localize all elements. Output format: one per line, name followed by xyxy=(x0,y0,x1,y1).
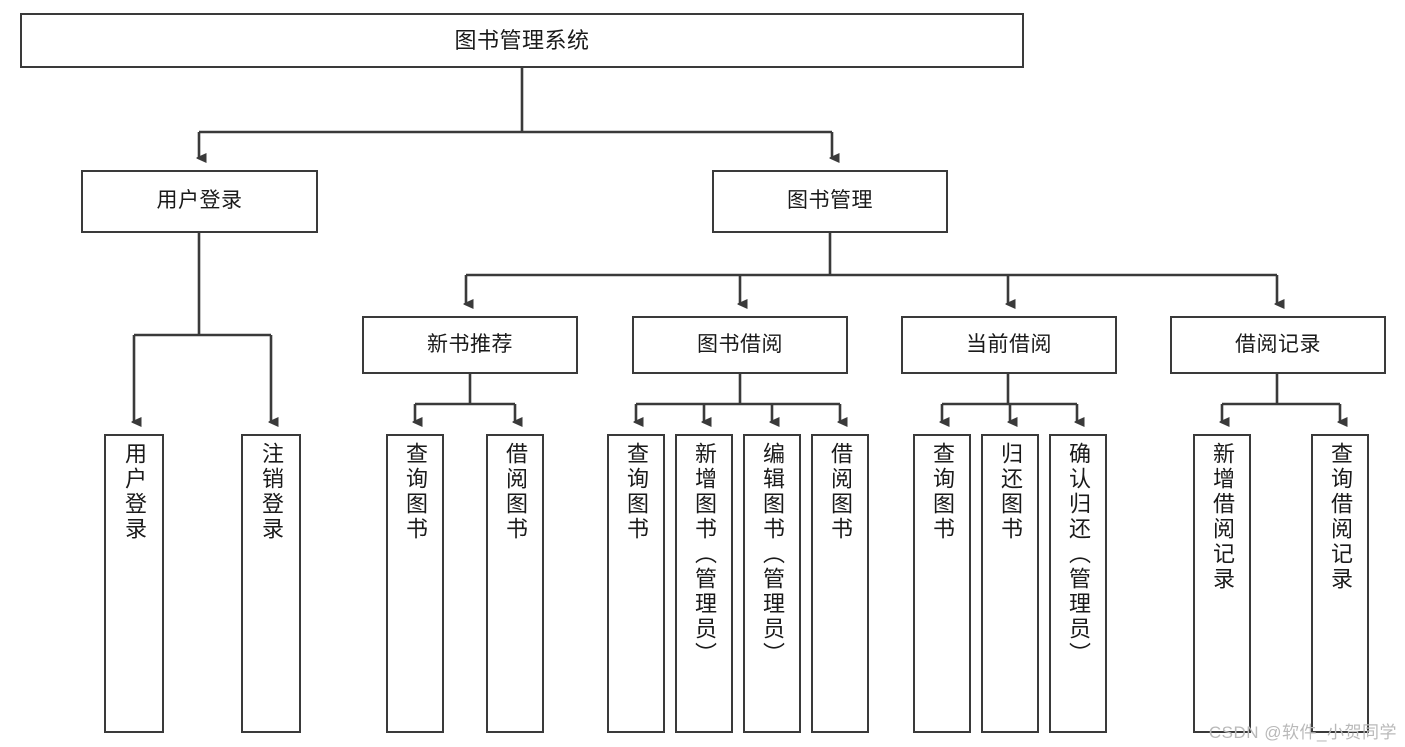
node-root-book-management-system[interactable]: 图书管理系统 xyxy=(20,13,1024,68)
watermark: CSDN @软件_小贺同学 xyxy=(1208,723,1397,742)
leaf-query-book-recommendation[interactable]: 查询图书 xyxy=(386,434,444,733)
node-label: 当前借阅 xyxy=(966,332,1052,356)
leaf-user-login[interactable]: 用户登录 xyxy=(104,434,164,733)
node-label: 新书推荐 xyxy=(427,332,513,356)
node-label: 用户登录 xyxy=(156,189,243,213)
node-book-management[interactable]: 图书管理 xyxy=(712,170,948,233)
node-label: 新增图书（管理员） xyxy=(692,442,717,667)
node-label: 编辑图书（管理员） xyxy=(760,442,785,667)
node-label: 确认归还（管理员） xyxy=(1066,442,1091,667)
node-label: 归还图书 xyxy=(998,442,1023,542)
node-label: 借阅记录 xyxy=(1235,332,1321,356)
node-label: 图书管理系统 xyxy=(454,27,590,53)
leaf-logout[interactable]: 注销登录 xyxy=(241,434,301,733)
leaf-borrow-book-borrowing[interactable]: 借阅图书 xyxy=(811,434,869,733)
node-label: 借阅图书 xyxy=(503,442,528,542)
node-label: 查询借阅记录 xyxy=(1328,442,1353,592)
leaf-query-borrow-record[interactable]: 查询借阅记录 xyxy=(1311,434,1369,733)
leaf-add-borrow-record[interactable]: 新增借阅记录 xyxy=(1193,434,1251,733)
leaf-confirm-return-admin[interactable]: 确认归还（管理员） xyxy=(1049,434,1107,733)
leaf-borrow-book-recommendation[interactable]: 借阅图书 xyxy=(486,434,544,733)
node-label: 查询图书 xyxy=(624,442,649,542)
leaf-query-book-borrowing[interactable]: 查询图书 xyxy=(607,434,665,733)
node-label: 用户登录 xyxy=(122,442,147,542)
node-label: 查询图书 xyxy=(403,442,428,542)
node-label: 查询图书 xyxy=(930,442,955,542)
node-current-borrowing[interactable]: 当前借阅 xyxy=(901,316,1117,374)
node-borrowing-record[interactable]: 借阅记录 xyxy=(1170,316,1386,374)
node-user-login[interactable]: 用户登录 xyxy=(81,170,318,233)
node-label: 借阅图书 xyxy=(828,442,853,542)
node-new-book-recommendation[interactable]: 新书推荐 xyxy=(362,316,578,374)
leaf-add-book-admin[interactable]: 新增图书（管理员） xyxy=(675,434,733,733)
node-label: 图书借阅 xyxy=(697,332,783,356)
leaf-query-book-current[interactable]: 查询图书 xyxy=(913,434,971,733)
node-label: 新增借阅记录 xyxy=(1210,442,1235,592)
node-book-borrowing[interactable]: 图书借阅 xyxy=(632,316,848,374)
leaf-edit-book-admin[interactable]: 编辑图书（管理员） xyxy=(743,434,801,733)
leaf-return-book[interactable]: 归还图书 xyxy=(981,434,1039,733)
node-label: 注销登录 xyxy=(259,442,284,542)
node-label: 图书管理 xyxy=(787,189,873,213)
